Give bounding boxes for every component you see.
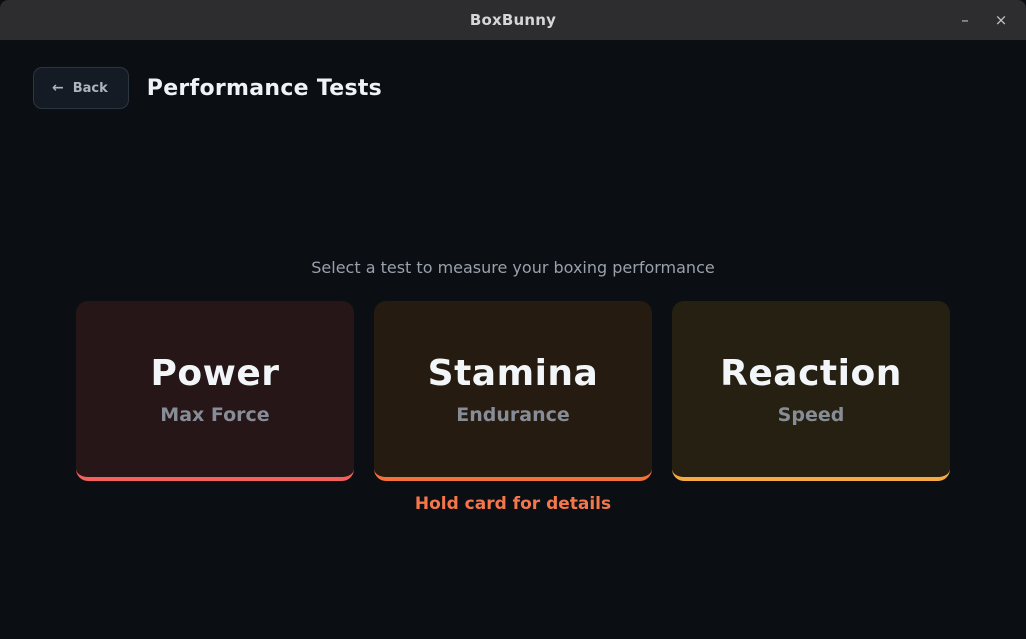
window-title: BoxBunny (469, 11, 557, 29)
selection-subtitle: Select a test to measure your boxing per… (311, 258, 715, 277)
minimize-button[interactable]: – (961, 11, 969, 29)
card-subtitle: Speed (777, 403, 845, 426)
card-title: Reaction (720, 352, 902, 394)
card-subtitle: Endurance (456, 403, 570, 426)
test-card-power[interactable]: Power Max Force (76, 301, 354, 481)
card-title: Stamina (427, 352, 599, 394)
card-subtitle: Max Force (160, 403, 270, 426)
back-arrow-icon: ← (52, 80, 64, 96)
back-button-label: Back (72, 80, 108, 96)
page-title: Performance Tests (146, 75, 383, 101)
page-header: ← Back Performance Tests (0, 40, 1026, 126)
titlebar[interactable]: BoxBunny – × (0, 0, 1026, 40)
close-button[interactable]: × (994, 11, 1008, 29)
hold-card-hint: Hold card for details (414, 494, 612, 514)
content-area: ← Back Performance Tests Select a test t… (0, 40, 1026, 639)
test-card-reaction[interactable]: Reaction Speed (672, 301, 950, 481)
test-card-stamina[interactable]: Stamina Endurance (374, 301, 652, 481)
back-button[interactable]: ← Back (33, 67, 129, 109)
test-selection: Select a test to measure your boxing per… (0, 126, 1026, 514)
card-title: Power (150, 352, 280, 394)
test-cards-row: Power Max Force Stamina Endurance Reacti… (0, 301, 1026, 481)
window-controls: – × (950, 0, 1016, 40)
